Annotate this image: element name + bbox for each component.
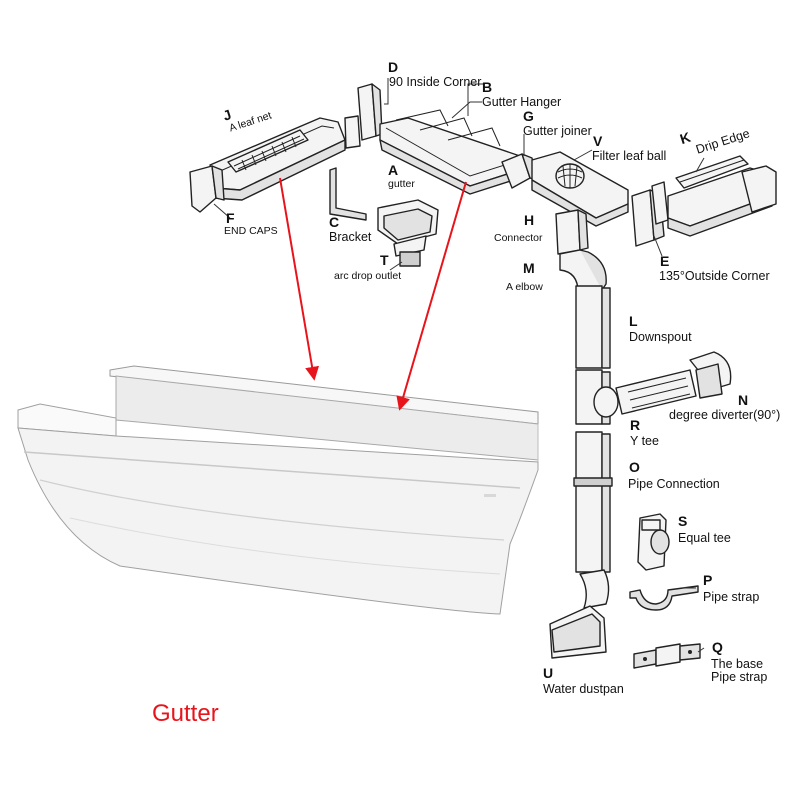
label-letter-A: A xyxy=(388,162,398,178)
label-A: A gutter xyxy=(388,162,415,190)
label-B: B Gutter Hanger xyxy=(482,79,561,109)
label-V: V Filter leaf ball xyxy=(592,133,666,163)
label-name-D: 90 Inside Corner xyxy=(389,75,481,89)
label-name-G: Gutter joiner xyxy=(523,124,592,138)
label-name-P: Pipe strap xyxy=(703,590,759,604)
diverter-icon xyxy=(615,351,732,415)
label-letter-L: L xyxy=(629,313,638,329)
leader-lines xyxy=(213,78,705,653)
label-name-Q: The base xyxy=(711,657,763,671)
pipe-strap-icon xyxy=(629,585,699,611)
label-L: L Downspout xyxy=(629,313,692,344)
outside-corner-icon xyxy=(631,181,669,247)
label-name-J: A leaf net xyxy=(228,109,273,134)
downspout-icon xyxy=(575,285,611,369)
label-name-M: A elbow xyxy=(506,281,543,293)
label-letter-U: U xyxy=(543,665,553,681)
label-name2-Q: Pipe strap xyxy=(711,670,767,684)
label-G: G Gutter joiner xyxy=(523,108,592,138)
label-name-R: Y tee xyxy=(630,434,659,448)
label-name-S: Equal tee xyxy=(678,531,731,545)
label-name-F: END CAPS xyxy=(224,225,278,237)
label-U: U Water dustpan xyxy=(543,665,624,696)
label-R: R Y tee xyxy=(630,417,659,448)
label-letter-V: V xyxy=(593,133,603,149)
label-D: D 90 Inside Corner xyxy=(388,59,481,89)
label-F: F END CAPS xyxy=(224,210,278,237)
water-dustpan-icon xyxy=(549,569,610,659)
label-M: M A elbow xyxy=(506,260,543,293)
label-letter-F: F xyxy=(226,210,235,226)
leaf-net-icon xyxy=(227,129,309,173)
base-pipe-strap-icon xyxy=(633,643,701,669)
label-N: N degree diverter(90°) xyxy=(669,392,780,422)
label-letter-R: R xyxy=(630,417,640,433)
red-arrow-right xyxy=(396,181,467,411)
label-name-U: Water dustpan xyxy=(543,682,624,696)
label-name-C: Bracket xyxy=(329,230,372,244)
label-letter-D: D xyxy=(388,59,398,75)
inside-corner-icon xyxy=(344,83,383,149)
label-T: T arc drop outlet xyxy=(334,252,401,282)
filter-leaf-ball-icon xyxy=(555,163,585,189)
y-tee-icon xyxy=(575,369,619,425)
drip-edge-gutter-section xyxy=(667,165,777,237)
gutter-main-section xyxy=(379,117,521,195)
label-letter-Q: Q xyxy=(712,639,723,655)
label-name-L: Downspout xyxy=(629,330,692,344)
label-J: J A leaf net xyxy=(221,106,273,134)
label-letter-H: H xyxy=(524,212,534,228)
label-name-O: Pipe Connection xyxy=(628,477,720,491)
label-name-T: arc drop outlet xyxy=(334,270,401,282)
equal-tee-icon xyxy=(637,513,670,571)
label-K: K Drip Edge xyxy=(678,126,752,157)
label-name-B: Gutter Hanger xyxy=(482,95,561,109)
end-cap-icon xyxy=(189,165,225,213)
label-E: E 135°Outside Corner xyxy=(659,253,770,283)
bracket-icon xyxy=(329,167,367,221)
label-letter-K: K xyxy=(678,129,693,147)
gutter-hanger-icon xyxy=(395,109,501,147)
label-name-K: Drip Edge xyxy=(694,126,751,157)
label-C: C Bracket xyxy=(329,214,372,244)
label-name-E: 135°Outside Corner xyxy=(659,269,770,283)
red-arrow-left xyxy=(279,177,320,381)
gutter-caption: Gutter xyxy=(152,700,219,727)
label-name-V: Filter leaf ball xyxy=(592,149,666,163)
label-letter-C: C xyxy=(329,214,339,230)
label-H: H Connector xyxy=(494,212,543,244)
label-S: S Equal tee xyxy=(678,513,731,545)
label-name-H: Connector xyxy=(494,232,543,244)
label-name-A: gutter xyxy=(388,178,415,190)
label-P: P Pipe strap xyxy=(703,572,759,604)
label-letter-N: N xyxy=(738,392,748,408)
label-O: O Pipe Connection xyxy=(628,459,720,491)
label-letter-S: S xyxy=(678,513,687,529)
arc-drop-outlet-icon xyxy=(377,199,439,267)
label-letter-T: T xyxy=(380,252,389,268)
connector-icon xyxy=(555,209,589,255)
label-letter-P: P xyxy=(703,572,712,588)
pipe-connection-icon xyxy=(573,431,613,573)
gutter-closeup-image xyxy=(17,365,539,615)
label-letter-G: G xyxy=(523,108,534,124)
label-Q: Q The base Pipe strap xyxy=(711,639,767,684)
label-name-N: degree diverter(90°) xyxy=(669,408,780,422)
label-letter-E: E xyxy=(660,253,669,269)
drip-edge-icon xyxy=(675,155,749,189)
label-letter-B: B xyxy=(482,79,492,95)
label-letter-M: M xyxy=(523,260,535,276)
label-letter-O: O xyxy=(629,459,640,475)
